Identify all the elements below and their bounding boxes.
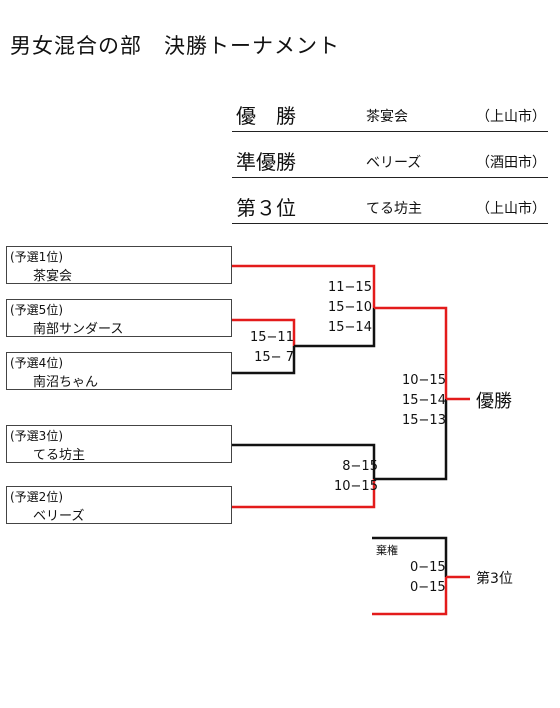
score-line: 15−10 xyxy=(328,300,372,315)
team-seed: (予選5位) xyxy=(10,303,63,317)
result-label: 優 勝 xyxy=(236,104,296,128)
score-first-round: 15−11 15− 7 xyxy=(250,328,294,368)
team-name: ベリーズ xyxy=(33,509,85,524)
result-label: 第３位 xyxy=(236,196,296,220)
team-seed: (予選3位) xyxy=(10,429,63,443)
result-row-third: 第３位 てる坊主 （上山市） xyxy=(232,196,548,224)
result-row-champion: 優 勝 茶宴会 （上山市） xyxy=(232,104,548,132)
result-row-runner-up: 準優勝 ベリーズ （酒田市） xyxy=(232,150,548,178)
score-semi-bottom: 8−15 10−15 xyxy=(334,457,378,497)
score-line: 10−15 xyxy=(402,373,446,388)
score-line: 0−15 xyxy=(410,580,446,595)
third-place-label: 第3位 xyxy=(476,571,513,587)
score-line: 8−15 xyxy=(342,459,378,474)
page-title: 男女混合の部 決勝トーナメント xyxy=(10,34,340,58)
team-name: てる坊主 xyxy=(33,448,86,463)
team-box-2: (予選5位) 南部サンダース xyxy=(6,299,232,337)
team-box-4: (予選3位) てる坊主 xyxy=(6,425,232,463)
line-terubouzu xyxy=(232,443,376,479)
result-team: てる坊主 xyxy=(366,201,422,217)
line-third-bottom xyxy=(372,577,448,616)
team-seed: (予選4位) xyxy=(10,356,63,370)
line-third-top xyxy=(372,536,448,577)
team-box-5: (予選2位) ベリーズ xyxy=(6,486,232,524)
result-team: 茶宴会 xyxy=(366,109,408,125)
team-name: 南部サンダース xyxy=(33,322,124,337)
score-line: 15− 7 xyxy=(254,350,294,365)
score-line: 10−15 xyxy=(334,479,378,494)
score-third-place: 0−15 0−15 xyxy=(410,558,446,598)
score-final: 10−15 15−14 15−13 xyxy=(402,371,446,431)
result-city: （上山市） xyxy=(476,109,546,125)
score-line: 0−15 xyxy=(410,560,446,575)
line-berries xyxy=(232,479,376,509)
score-line: 11−15 xyxy=(328,280,372,295)
team-seed: (予選1位) xyxy=(10,250,63,264)
line-semi-top-lower xyxy=(294,308,376,348)
score-semi-top: 11−15 15−10 15−14 xyxy=(328,278,372,338)
line-final-bottom xyxy=(374,399,448,481)
team-name: 茶宴会 xyxy=(33,269,73,284)
team-box-3: (予選4位) 南沼ちゃん xyxy=(6,352,232,390)
result-city: （上山市） xyxy=(476,201,546,217)
team-box-1: (予選1位) 茶宴会 xyxy=(6,246,232,284)
score-line: 15−11 xyxy=(250,330,294,345)
score-line: 15−14 xyxy=(402,393,446,408)
score-line: 15−14 xyxy=(328,320,372,335)
score-line: 15−13 xyxy=(402,413,446,428)
result-team: ベリーズ xyxy=(366,155,422,171)
result-label: 準優勝 xyxy=(236,150,296,174)
line-minami-sanders xyxy=(232,318,296,346)
forfeit-note: 棄権 xyxy=(376,544,398,557)
line-minaminuma xyxy=(232,346,296,375)
result-city: （酒田市） xyxy=(476,155,546,171)
champion-label: 優勝 xyxy=(476,391,512,412)
line-final-top xyxy=(374,306,448,399)
line-sayaenkai xyxy=(232,264,376,308)
team-seed: (予選2位) xyxy=(10,490,63,504)
team-name: 南沼ちゃん xyxy=(33,375,99,390)
